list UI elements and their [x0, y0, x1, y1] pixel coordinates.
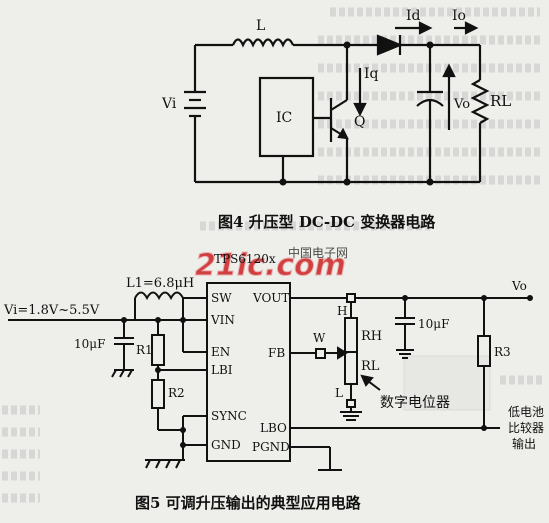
inductor-l: [231, 38, 295, 48]
fig5-output-cap: 10μF: [418, 317, 449, 331]
pin-gnd: GND: [211, 438, 241, 452]
pot-caption: 数字电位器: [380, 395, 450, 411]
figure-5-labels: TPS6120x Vi=1.8V~5.5V L1=6.8μH 10μF R1 R…: [3, 252, 544, 512]
diode-d: [376, 34, 403, 56]
lbo-note-line-1: 低电池: [508, 405, 544, 419]
watermark-21ic: 21ic.com 中国电子网: [195, 245, 349, 284]
fig4-label-iq: Iq: [364, 66, 379, 82]
pin-sync: SYNC: [211, 409, 247, 423]
pin-lbi: LBI: [211, 363, 233, 377]
pin-pgnd: PGND: [252, 440, 290, 454]
fig5-r2-label: R2: [168, 386, 185, 400]
watermark-brand: 21ic.com: [195, 248, 346, 283]
chip-tps6120x: [206, 282, 291, 462]
fig5-rh-label: RH: [361, 329, 382, 344]
fig5-inductor-label: L1=6.8μH: [126, 276, 194, 291]
fig5-output-label: Vo: [511, 279, 527, 293]
fig4-label-rl: RL: [490, 92, 511, 110]
lbo-note-line-2: 比较器: [508, 420, 544, 435]
pin-lbo: LBO: [260, 421, 287, 435]
pot-low-label: L: [335, 386, 343, 400]
fig4-label-ic: IC: [276, 110, 292, 126]
pin-vout: VOUT: [252, 291, 289, 305]
pot-high-label: H: [337, 304, 347, 318]
fig5-caption: 图5 可调升压输出的典型应用电路: [135, 494, 362, 512]
resistor-r2: [151, 379, 165, 409]
figure-4-labels: L Id Io Iq IC Vi Q Vo RL 图4 升压型 DC-DC 变换…: [161, 8, 511, 231]
pin-sw: SW: [211, 291, 232, 305]
battery-vi: [184, 90, 206, 118]
fig5-input-label: Vi=1.8V~5.5V: [3, 303, 100, 318]
lbo-note-line-3: 输出: [512, 436, 536, 451]
pin-vin: VIN: [210, 313, 235, 327]
resistor-rl-pot: [344, 351, 358, 385]
figure-5-application-circuit: [8, 282, 533, 471]
fig5-chip-name: TPS6120x: [214, 252, 276, 266]
resistor-rh: [344, 317, 358, 353]
resistor-rl: [470, 79, 490, 124]
pot-wiper-label: W: [313, 331, 326, 345]
output-capacitor: [416, 45, 444, 182]
fig4-label-l: L: [256, 18, 265, 34]
fig4-label-io: Io: [452, 8, 466, 24]
fig4-label-vo: Vo: [453, 97, 470, 112]
pin-en: EN: [211, 345, 230, 359]
pin-fb: FB: [268, 346, 285, 360]
watermark-subtitle: 中国电子网: [288, 245, 348, 260]
fig5-r3-label: R3: [494, 345, 511, 359]
fig4-label-q: Q: [354, 114, 365, 130]
inductor-l1: [134, 291, 184, 301]
fig5-r1-label: R1: [136, 343, 153, 357]
fig4-label-id: Id: [406, 8, 421, 24]
fig5-input-cap: 10μF: [74, 337, 105, 351]
fig5-rl-label: RL: [361, 359, 380, 374]
fig4-label-vi: Vi: [161, 96, 177, 112]
transistor-q: [313, 98, 349, 182]
figure-4-boost-converter: [184, 21, 490, 186]
fig4-caption: 图4 升压型 DC-DC 变换器电路: [218, 213, 436, 231]
resistor-r1: [151, 334, 165, 366]
